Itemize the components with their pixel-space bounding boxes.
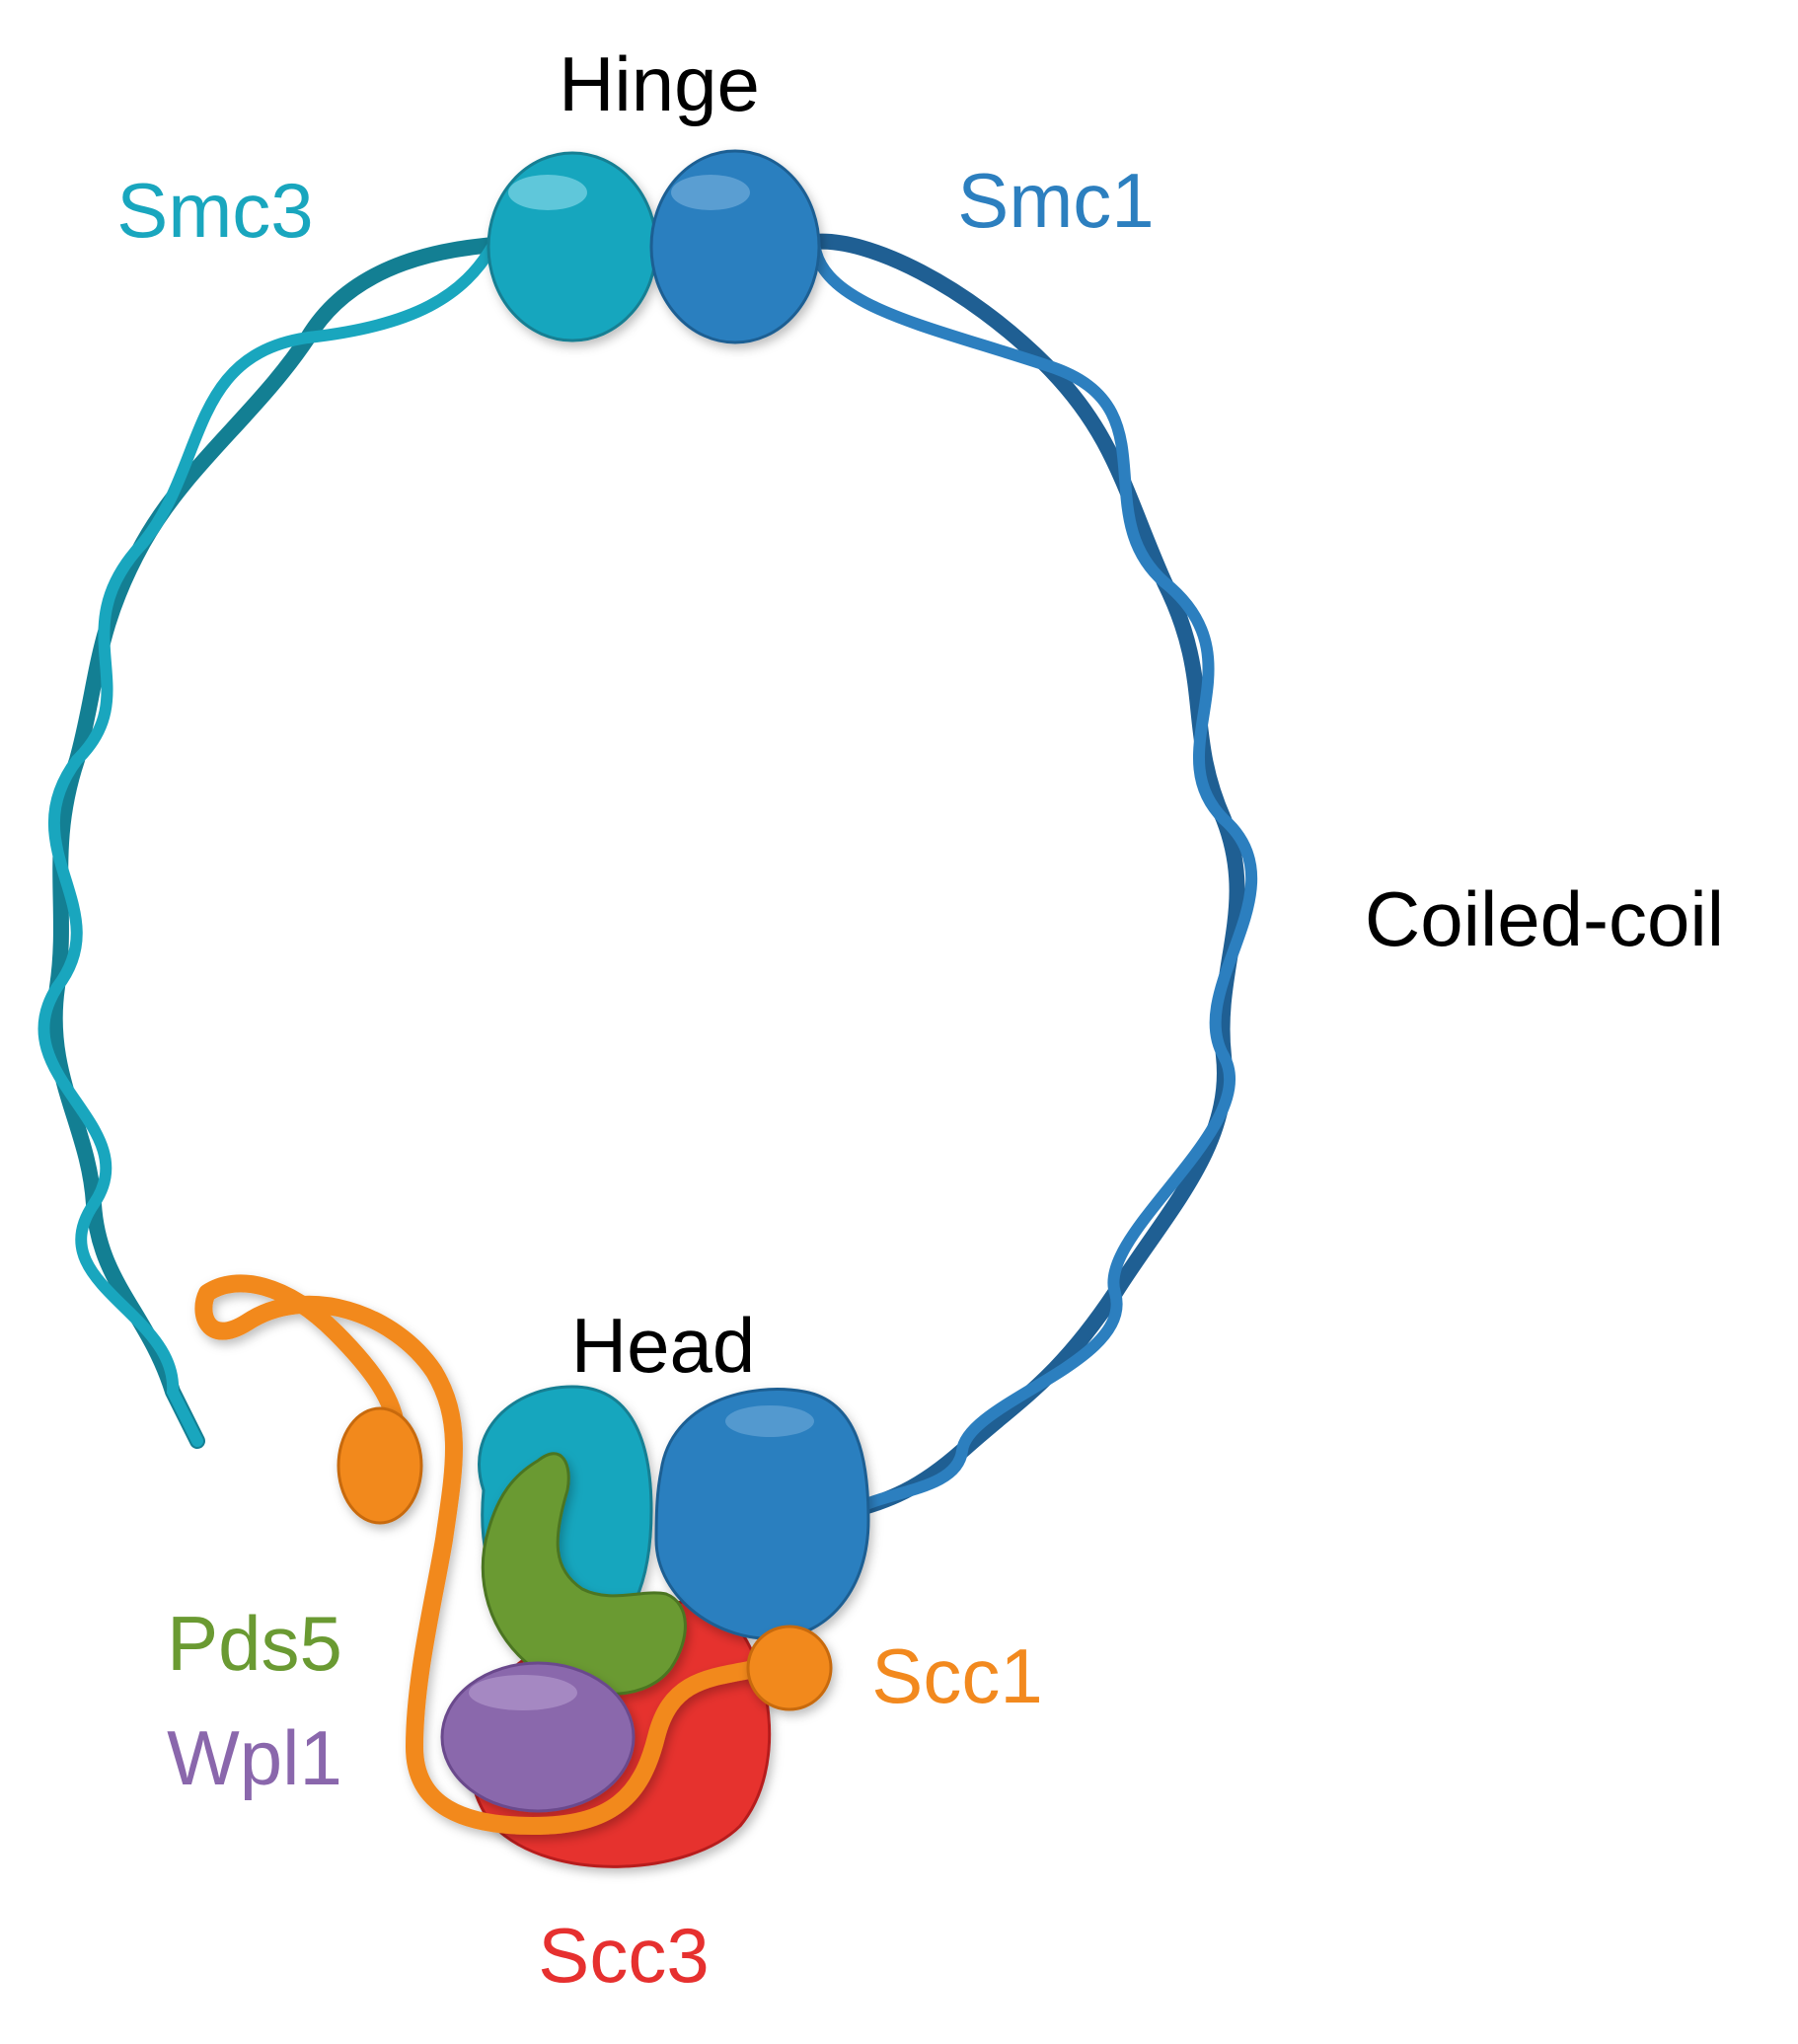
smc3-coiled-coil [37, 237, 501, 1449]
scc1-label: Scc1 [871, 1632, 1042, 1719]
coiled-coil-label: Coiled-coil [1365, 875, 1724, 962]
scc1-loop-strand [194, 1274, 769, 1835]
scc1-n-terminal-domain [337, 1406, 423, 1525]
pds5-label: Pds5 [167, 1600, 342, 1687]
scc1-c-terminal-domain [746, 1625, 833, 1711]
smc3-strand-a [46, 237, 501, 1449]
hinge-label: Hinge [559, 40, 760, 127]
smc1-label: Smc1 [957, 157, 1154, 244]
head-label: Head [571, 1302, 755, 1389]
wpl1-label: Wpl1 [167, 1714, 342, 1801]
smc1-coiled-coil [806, 233, 1258, 1518]
smc3-strand-b [37, 239, 499, 1447]
scc3-label: Scc3 [538, 1912, 709, 1999]
smc1-strand-b [808, 236, 1258, 1516]
smc1-hinge-highlight [671, 175, 750, 210]
smc1-strand-a [806, 233, 1245, 1518]
scc1-kleisin [194, 1274, 769, 1835]
wpl1-highlight [469, 1675, 577, 1710]
smc3-hinge-highlight [508, 175, 587, 210]
smc1-head-domain [654, 1388, 870, 1640]
pds5-subunit [481, 1452, 687, 1696]
smc3-label: Smc3 [116, 167, 313, 254]
smc1-head-highlight [725, 1405, 814, 1437]
